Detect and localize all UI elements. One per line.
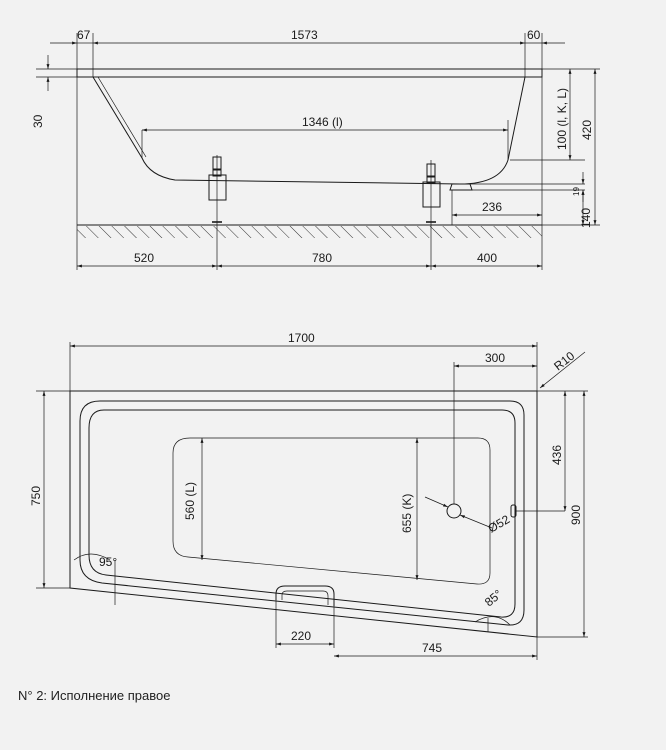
dim-60: 60 <box>527 28 541 42</box>
inner-rim-outer <box>79 400 525 626</box>
dim-520: 520 <box>134 251 154 265</box>
dim-100: 100 (l, K, L) <box>555 88 569 150</box>
leg-right <box>422 160 441 225</box>
grip-recess <box>275 585 335 606</box>
dim-900: 900 <box>569 505 583 525</box>
dim-220: 220 <box>291 629 311 643</box>
dim-1700: 1700 <box>288 331 315 345</box>
side-view: 67 1573 60 30 1346 (l) 100 (l, K, L) 420… <box>31 28 600 270</box>
dim-r10: R10 <box>551 349 577 374</box>
dim-30: 30 <box>31 114 45 128</box>
tub-rim <box>76 68 543 78</box>
dim-140: 140 <box>579 208 593 228</box>
dim-750: 750 <box>29 486 43 506</box>
caption: N° 2: Исполнение правое <box>18 688 171 703</box>
dim-1573: 1573 <box>291 28 318 42</box>
dim-67: 67 <box>77 28 91 42</box>
drain-circle <box>446 503 462 519</box>
tub-floor-area <box>172 437 491 585</box>
dim-19: 19 <box>572 187 581 196</box>
dim-400: 400 <box>477 251 497 265</box>
dim-780: 780 <box>312 251 332 265</box>
dim-1346: 1346 (l) <box>302 115 343 129</box>
dim-560: 560 (L) <box>183 482 197 520</box>
top-view: 1700 300 R10 750 560 (L) 655 (K) 436 900… <box>29 331 588 660</box>
dim-420: 420 <box>580 120 594 140</box>
dim-d52: Ø52 <box>486 512 513 536</box>
angle-85: 85° <box>482 587 505 610</box>
leg-left <box>208 155 227 225</box>
dim-236: 236 <box>482 200 502 214</box>
dim-300: 300 <box>485 351 505 365</box>
dim-655: 655 (K) <box>400 494 414 533</box>
angle-95: 95° <box>99 555 117 569</box>
dim-745: 745 <box>422 641 442 655</box>
dim-436: 436 <box>550 445 564 465</box>
tub-body-profile <box>92 76 526 185</box>
inner-rim-inner <box>88 409 516 618</box>
tub-outline-top <box>69 390 538 638</box>
